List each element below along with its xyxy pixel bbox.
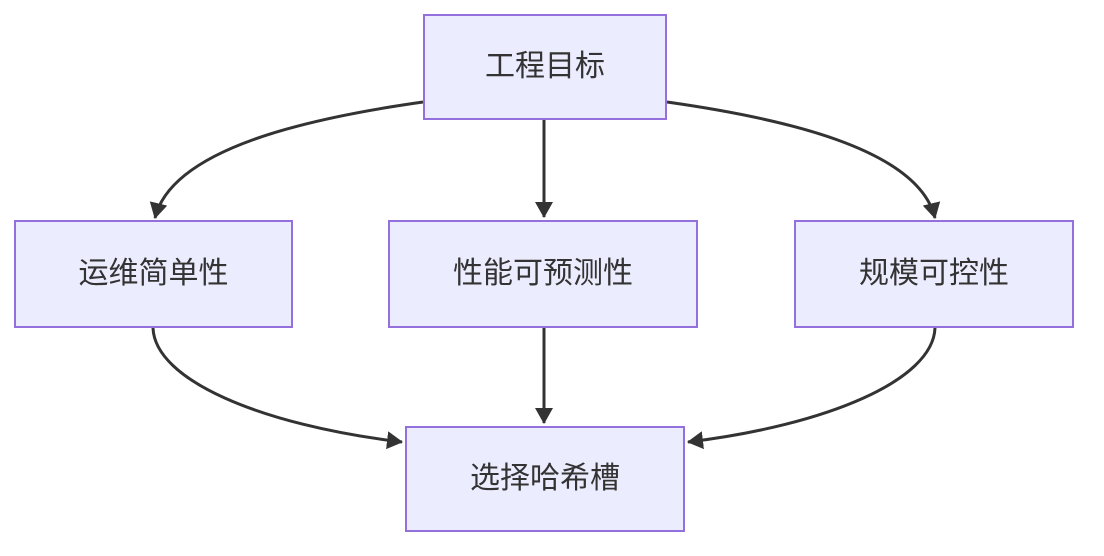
node-choose-hash-slots: 选择哈希槽 xyxy=(405,426,685,532)
node-engineering-goal: 工程目标 xyxy=(423,14,667,120)
node-operational-simplicity: 运维简单性 xyxy=(14,220,293,328)
node-scale-controllability: 规模可控性 xyxy=(794,220,1074,328)
node-label: 工程目标 xyxy=(485,50,605,83)
node-label: 性能可预测性 xyxy=(453,257,633,290)
node-performance-predictability: 性能可预测性 xyxy=(388,220,698,328)
edge-goal-to-ops xyxy=(149,100,424,219)
edge-goal-to-scale xyxy=(666,100,941,219)
node-label: 规模可控性 xyxy=(859,257,1009,290)
edge-scale-to-decision xyxy=(687,327,937,450)
edge-ops-to-decision xyxy=(151,327,403,450)
node-label: 选择哈希槽 xyxy=(470,462,620,495)
node-label: 运维简单性 xyxy=(78,257,229,290)
